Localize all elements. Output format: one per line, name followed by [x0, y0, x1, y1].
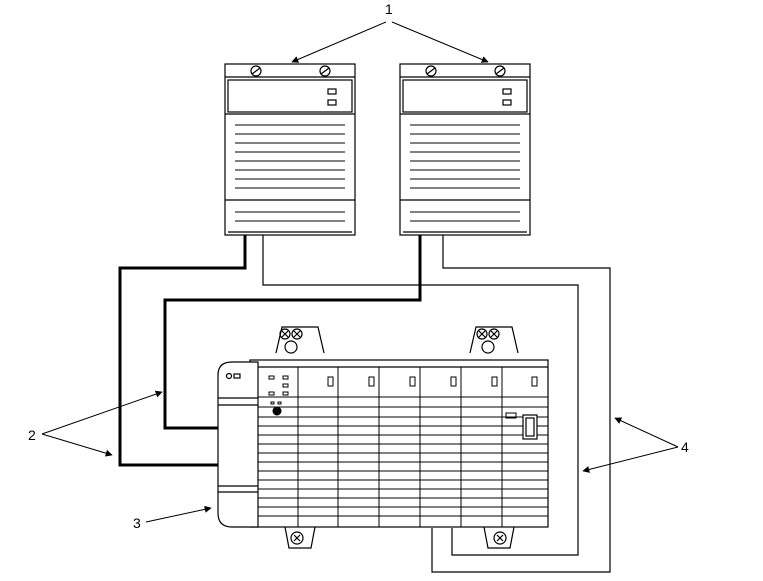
callout-arrows: [41, 21, 679, 523]
callout-1-label: 1: [385, 1, 393, 17]
power-supply-right: [399, 63, 531, 236]
callout-2-label: 2: [28, 427, 36, 443]
redundancy-cables: [262, 235, 611, 573]
chassis: [217, 326, 549, 549]
callout-4-label: 4: [681, 439, 689, 455]
power-supply-left: [224, 63, 356, 236]
power-cables: [118, 235, 422, 467]
callout-3-label: 3: [133, 515, 141, 531]
